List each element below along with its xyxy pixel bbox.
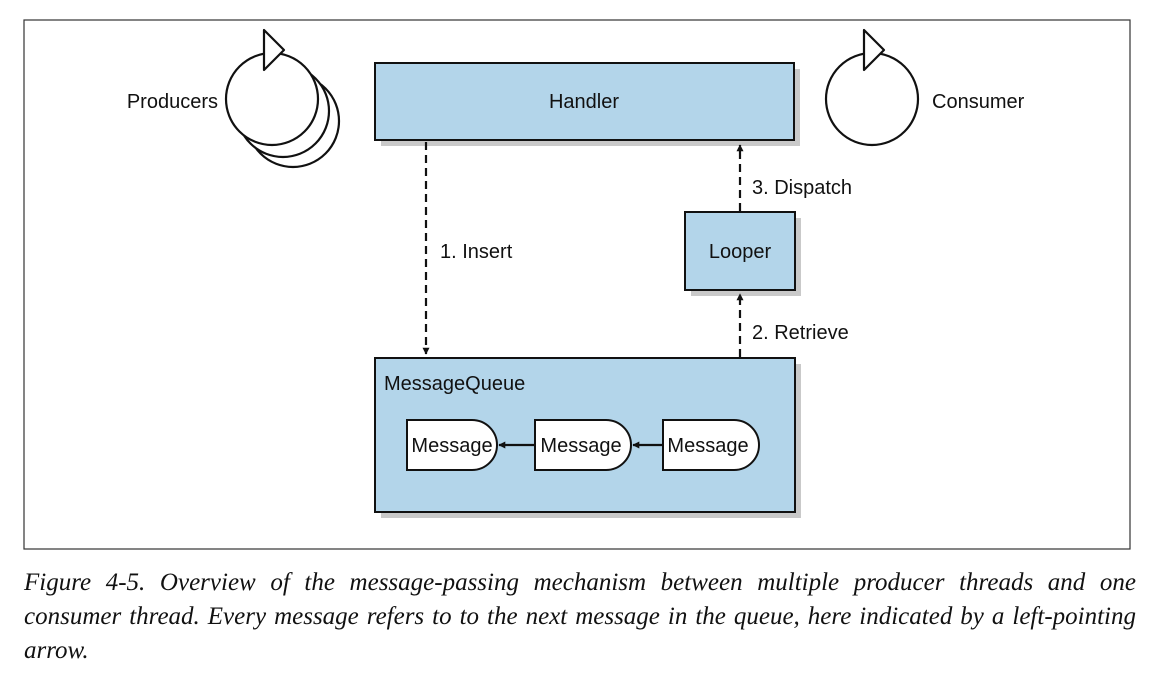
producer-thread-arrow-icon bbox=[262, 28, 286, 72]
message-node: Message bbox=[662, 419, 760, 471]
message-queue-label: MessageQueue bbox=[384, 373, 525, 395]
handler-label: Handler bbox=[549, 91, 619, 113]
consumer-thread-arrow-icon bbox=[862, 28, 886, 72]
retrieve-label: 2. Retrieve bbox=[752, 322, 849, 344]
dispatch-label: 3. Dispatch bbox=[752, 177, 852, 199]
message-node: Message bbox=[534, 419, 632, 471]
consumer-label: Consumer bbox=[932, 91, 1025, 113]
looper-label: Looper bbox=[709, 241, 772, 263]
figure-frame bbox=[23, 19, 1131, 550]
insert-label: 1. Insert bbox=[440, 241, 513, 263]
producers-label: Producers bbox=[127, 91, 218, 113]
handler-box: Handler bbox=[374, 62, 800, 146]
message-label: Message bbox=[667, 435, 748, 457]
message-label: Message bbox=[411, 435, 492, 457]
consumer-thread bbox=[824, 28, 920, 147]
figure-caption: Figure 4-5. Overview of the message-pass… bbox=[24, 569, 1136, 664]
message-label: Message bbox=[540, 435, 621, 457]
producer-threads bbox=[224, 28, 341, 169]
message-node: Message bbox=[406, 419, 498, 471]
looper-box: Looper bbox=[684, 211, 801, 296]
message-passing-diagram: Producers Consumer Handler Looper Messag… bbox=[23, 19, 1131, 550]
